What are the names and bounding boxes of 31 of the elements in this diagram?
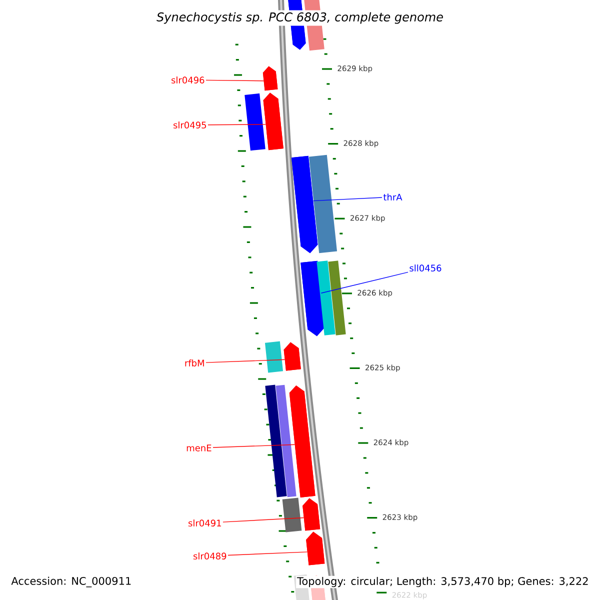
leader-line bbox=[212, 444, 295, 448]
gene-feature bbox=[308, 154, 338, 254]
gene-label: slr0489 bbox=[194, 552, 226, 560]
gene-feature bbox=[276, 384, 296, 498]
leader-line bbox=[312, 197, 382, 202]
gene-label: rfbM bbox=[185, 360, 204, 366]
gene-label: slr0491 bbox=[188, 520, 221, 526]
gene-feature bbox=[316, 260, 336, 336]
gene-feature bbox=[265, 384, 287, 498]
gene-feature bbox=[328, 260, 346, 336]
gene-label: sll0456 bbox=[410, 264, 442, 272]
leader-line bbox=[228, 552, 308, 556]
gene-label: thrA bbox=[383, 194, 402, 200]
gene-feature bbox=[262, 66, 278, 91]
leader-line bbox=[208, 124, 266, 126]
leader-line bbox=[206, 80, 264, 82]
leader-line bbox=[222, 517, 304, 522]
leader-line bbox=[320, 272, 408, 294]
gene-feature bbox=[284, 342, 301, 371]
gene-label: menE bbox=[186, 444, 212, 452]
gene-label: slr0495 bbox=[174, 122, 206, 128]
gene-feature bbox=[244, 93, 266, 151]
gene-feature bbox=[306, 532, 325, 566]
footer-text: Topology: circular; Length: 3,573,470 bp; Genes: 3,222 bbox=[296, 576, 590, 588]
gene-feature bbox=[264, 341, 284, 373]
gene-label: slr0496 bbox=[172, 76, 204, 84]
gene-feature bbox=[282, 498, 302, 532]
footer-text: Accession: NC_000911 bbox=[10, 576, 133, 588]
leader-line bbox=[206, 359, 285, 363]
title: Synechocystis sp. PCC 6803, complete genome bbox=[154, 10, 446, 26]
gene-feature bbox=[302, 498, 320, 531]
